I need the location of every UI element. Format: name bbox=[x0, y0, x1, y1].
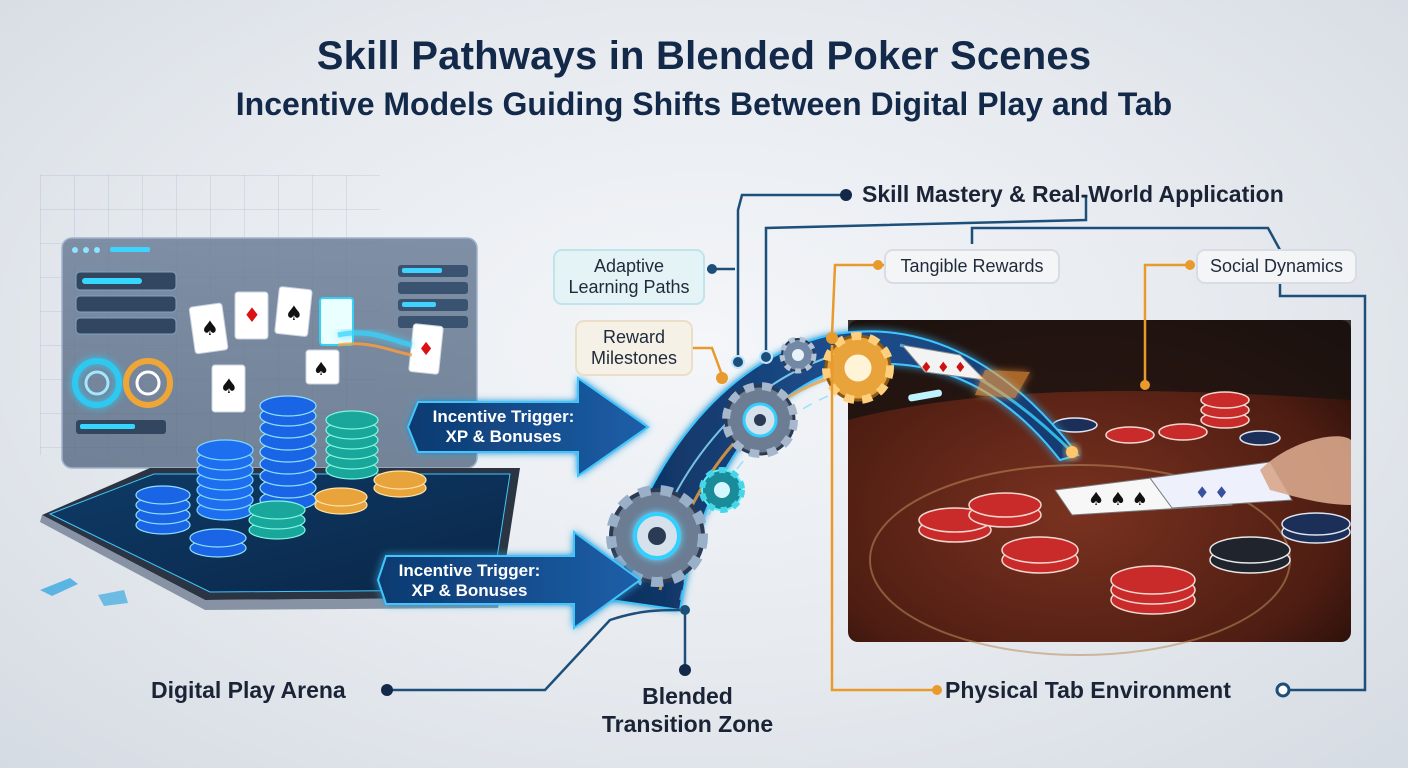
label-blended-transition-zone: Blended Transition Zone bbox=[601, 683, 774, 737]
svg-text:♠ ♠ ♠: ♠ ♠ ♠ bbox=[1088, 489, 1148, 510]
svg-text:♠: ♠ bbox=[201, 316, 219, 340]
trigger-1-text: Incentive Trigger: XP & Bonuses bbox=[432, 407, 575, 446]
arrow-icon bbox=[406, 376, 650, 478]
gear-icon bbox=[822, 332, 894, 404]
svg-text:♦ ♦: ♦ ♦ bbox=[1195, 483, 1229, 502]
adaptive-text: Adaptive Learning Paths bbox=[568, 256, 690, 297]
svg-text:♦: ♦ bbox=[418, 339, 434, 360]
label-incentive-trigger-1: Incentive Trigger: XP & Bonuses bbox=[416, 407, 591, 447]
label-incentive-trigger-2: Incentive Trigger: XP & Bonuses bbox=[382, 561, 557, 601]
label-social-dynamics: Social Dynamics bbox=[1196, 249, 1357, 284]
physical-table-photo: ♠ ♠ ♠ ♦ ♦ bbox=[848, 320, 1351, 656]
svg-text:♠: ♠ bbox=[313, 359, 329, 380]
tangible-text: Tangible Rewards bbox=[900, 256, 1044, 276]
gear-icon bbox=[606, 485, 708, 587]
label-digital-play-arena: Digital Play Arena bbox=[151, 677, 346, 703]
label-skill-mastery: Skill Mastery & Real-World Application bbox=[862, 181, 1284, 207]
svg-text:♠: ♠ bbox=[220, 374, 238, 398]
poker-chip-icon bbox=[135, 395, 427, 558]
gear-icon bbox=[722, 382, 798, 458]
label-physical-tab-environment: Physical Tab Environment bbox=[945, 677, 1231, 703]
reward-text: Reward Milestones bbox=[590, 327, 678, 368]
gear-icon bbox=[779, 336, 817, 374]
playing-card-icon: ♠ ♦ ♠ ♠ ♠ ♦ bbox=[188, 286, 444, 413]
label-reward-milestones: Reward Milestones bbox=[575, 320, 693, 376]
svg-text:♦ ♦ ♦: ♦ ♦ ♦ bbox=[920, 360, 967, 376]
social-text: Social Dynamics bbox=[1209, 256, 1344, 276]
playing-card-icon: ♠ ♠ ♠ ♦ ♦ bbox=[1054, 461, 1293, 516]
svg-text:♦: ♦ bbox=[243, 303, 261, 327]
trigger-2-text: Incentive Trigger: XP & Bonuses bbox=[398, 561, 541, 600]
page-title: Skill Pathways in Blended Poker Scenes bbox=[316, 34, 1092, 78]
label-tangible-rewards: Tangible Rewards bbox=[884, 249, 1060, 284]
connector-nodes bbox=[381, 189, 1291, 698]
label-adaptive-learning-paths: Adaptive Learning Paths bbox=[553, 249, 705, 305]
svg-text:♠: ♠ bbox=[285, 301, 303, 325]
gear-icon bbox=[699, 467, 745, 513]
page-subtitle: Incentive Models Guiding Shifts Between … bbox=[235, 86, 1173, 122]
arrow-icon bbox=[376, 530, 642, 630]
